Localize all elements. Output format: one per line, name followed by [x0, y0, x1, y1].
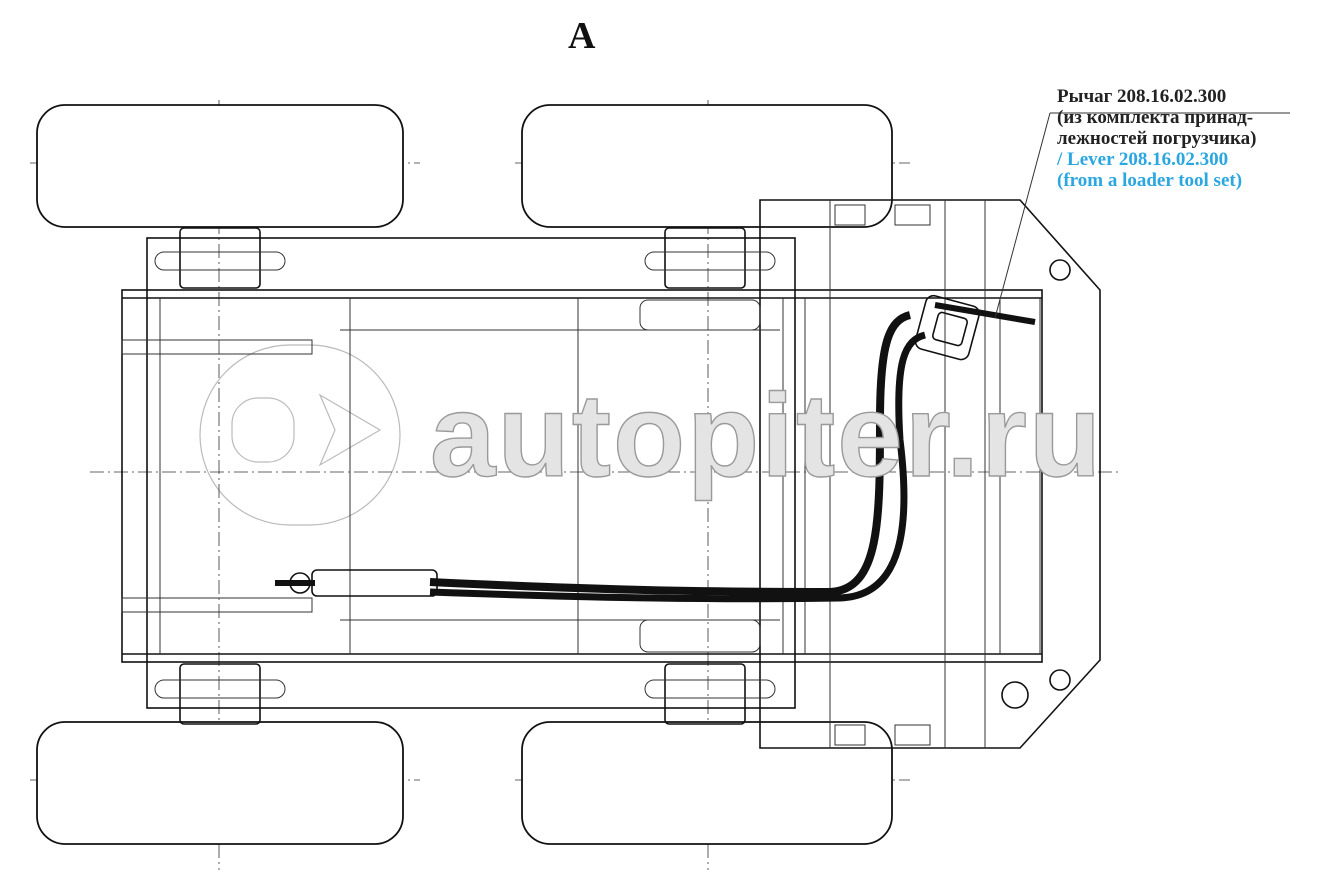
wheel-rear-right: [521, 721, 893, 845]
wheel-front-right: [521, 104, 893, 228]
wheel-front-left: [36, 104, 404, 228]
wheels: [36, 104, 893, 845]
frame: [121, 199, 1101, 749]
hydraulic-hose: [275, 311, 927, 603]
callout-leader: [994, 112, 1290, 319]
lever: [914, 294, 1036, 361]
watermark-logo: [199, 344, 401, 526]
lever-callout: Рычаг 208.16.02.300 (из комплекта принад…: [1057, 86, 1257, 191]
callout-ru-line1: Рычаг 208.16.02.300: [1057, 86, 1227, 107]
callout-en-line1: / Lever 208.16.02.300: [1057, 149, 1229, 170]
callout-ru-line3: лежностей погрузчика): [1057, 128, 1257, 149]
view-label: A: [568, 15, 596, 57]
watermark-text: autopiter.ru: [429, 369, 1104, 502]
callout-ru-line2: (из комплекта принад-: [1057, 107, 1254, 128]
callout-en-line2: (from a loader tool set): [1057, 170, 1243, 191]
wheel-rear-left: [36, 721, 404, 845]
